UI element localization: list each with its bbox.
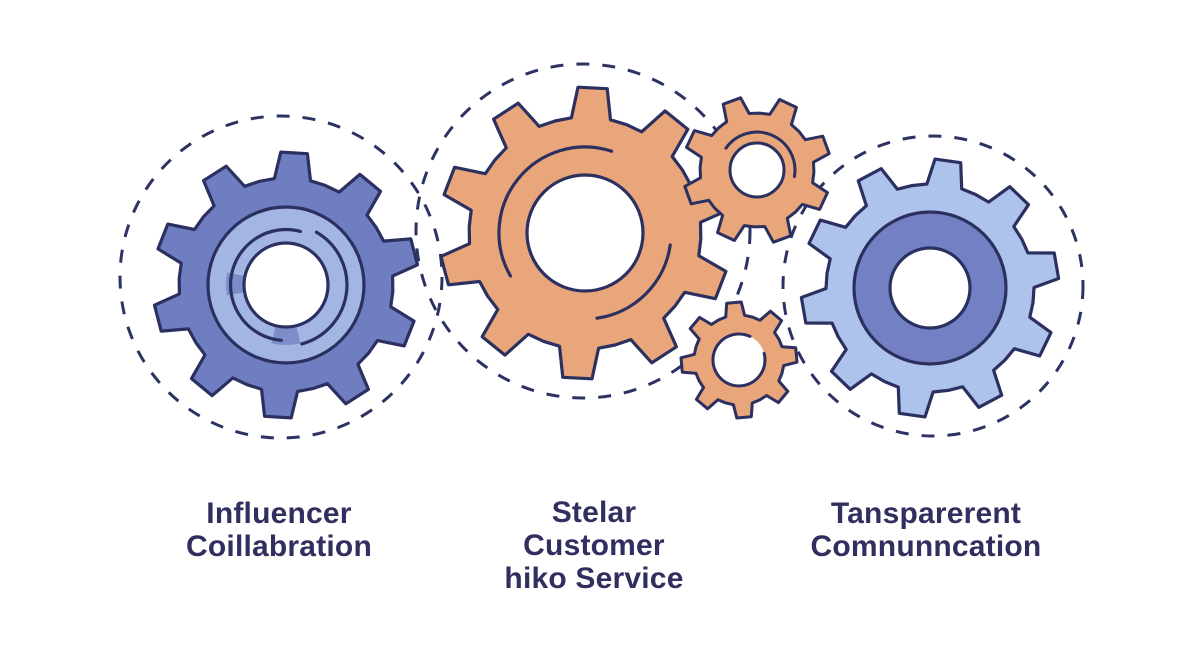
label-customer-service: Stelar Customer hiko Service (504, 496, 683, 595)
gear-influencer-arc (300, 230, 349, 346)
gear-influencer (152, 150, 420, 420)
label-line: hiko Service (504, 562, 684, 595)
label-line: Coillabration (186, 530, 372, 563)
gear-customer-service-arc (595, 243, 672, 320)
dashed-circle-right (781, 134, 1085, 438)
gear-influencer-circle (242, 241, 330, 329)
gear-communication-circle (888, 246, 972, 330)
gear-customer-service (439, 85, 731, 381)
label-line: Stelar (551, 496, 637, 529)
label-influencer-collaboration: Influencer Coillabration (186, 497, 372, 563)
label-line: Tansparerent (830, 497, 1022, 530)
label-transparent-communication: Tansparerent Comnunncation (811, 497, 1042, 563)
gear-small-top-arc (724, 130, 797, 179)
gear-small-top-circle (728, 141, 786, 199)
gear-influencer-accent (225, 272, 245, 296)
gear-small-bottom-arc (711, 332, 767, 388)
gear-customer-service-circle (525, 173, 645, 293)
gear-customer-service-arc (497, 145, 614, 278)
gear-influencer-accent (271, 325, 301, 345)
dashed-circle-left (118, 114, 444, 440)
gear-small-bottom-circle (713, 334, 765, 386)
gear-influencer-arc (229, 227, 302, 342)
label-line: Comnunncation (810, 530, 1042, 563)
gear-small-bottom (679, 300, 799, 420)
dashed-circle-center (414, 62, 752, 400)
label-line: Influencer (206, 497, 352, 530)
label-line: Customer (523, 529, 665, 562)
gear-small-top (683, 96, 831, 244)
gear-communication (799, 157, 1061, 419)
